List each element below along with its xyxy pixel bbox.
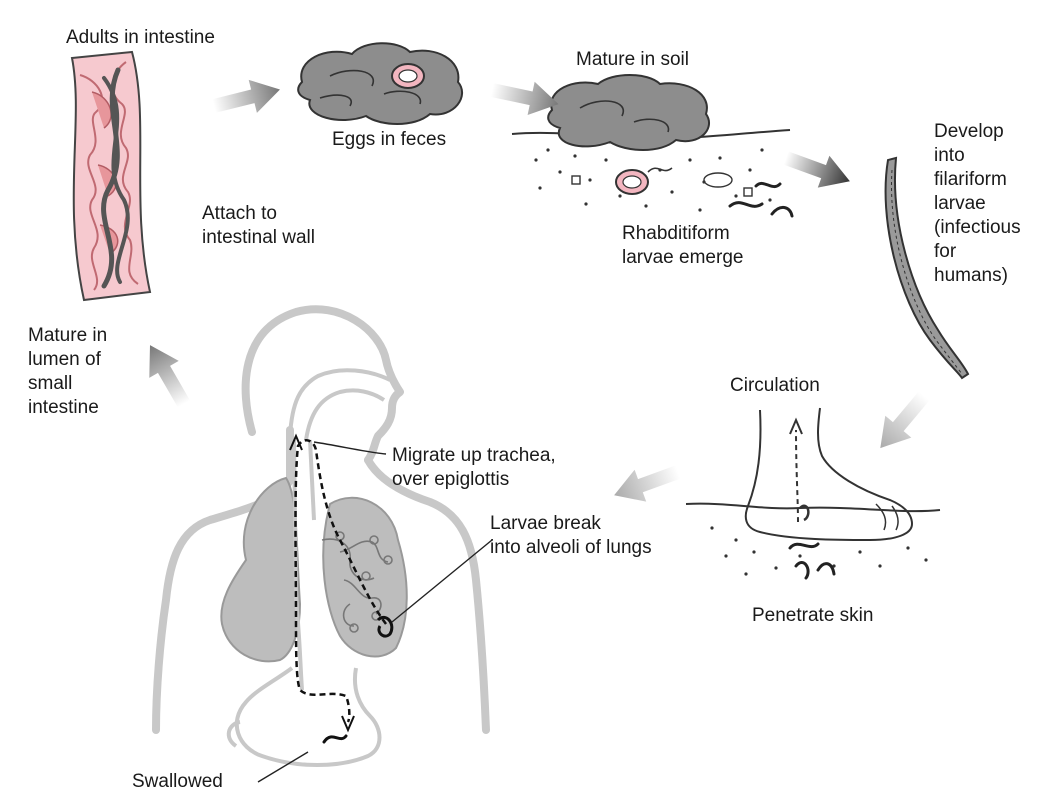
feces-egg-icon	[298, 43, 462, 124]
label-swallowed: Swallowed	[132, 770, 223, 794]
soil-icon	[512, 75, 792, 216]
intestine-icon	[72, 52, 150, 300]
label-rhabditiform: Rhabditiform larvae emerge	[622, 222, 743, 270]
label-develop-filariform: Develop into filariform larvae (infectio…	[934, 120, 1021, 288]
label-migrate-trachea: Migrate up trachea, over epiglottis	[392, 444, 556, 492]
label-mature-in-soil: Mature in soil	[576, 48, 689, 72]
label-penetrate-skin: Penetrate skin	[752, 604, 873, 628]
label-attach-to-wall: Attach to intestinal wall	[202, 202, 315, 250]
label-circulation: Circulation	[730, 374, 820, 398]
skin-larvae	[790, 544, 834, 578]
label-mature-lumen: Mature in lumen of small intestine	[28, 324, 107, 420]
label-larvae-alveoli: Larvae break into alveoli of lungs	[490, 512, 652, 560]
human-body-icon	[156, 309, 486, 730]
rhabditiform-larvae	[730, 183, 792, 216]
label-eggs-in-feces: Eggs in feces	[332, 128, 446, 152]
label-adults-in-intestine: Adults in intestine	[66, 26, 215, 50]
stomach-icon	[229, 668, 380, 765]
swallowed-larva	[324, 736, 346, 742]
